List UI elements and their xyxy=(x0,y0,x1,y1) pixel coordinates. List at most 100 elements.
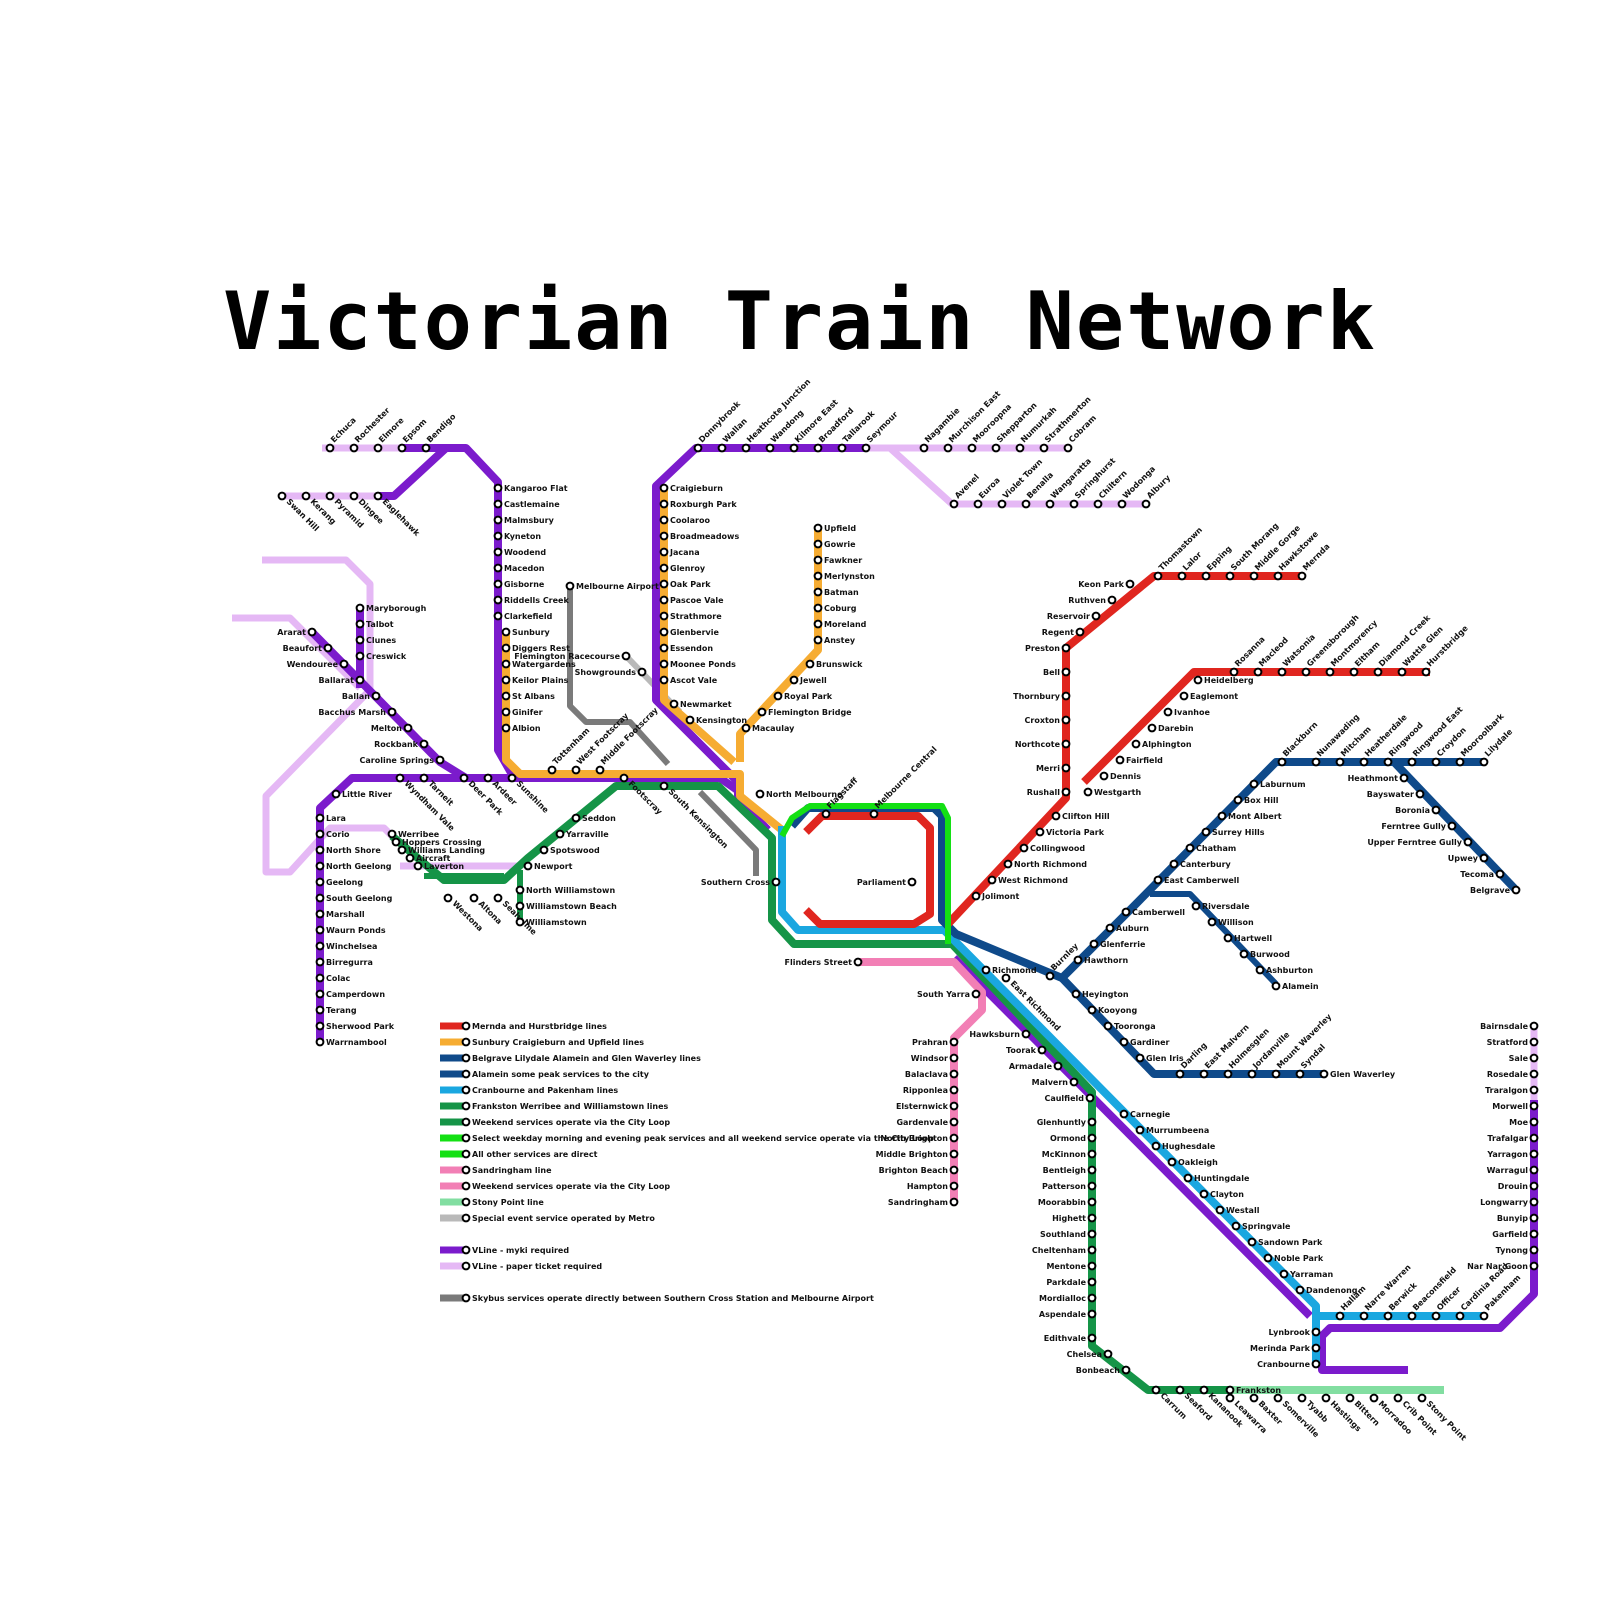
station-roxburgh-park: Roxburgh Park xyxy=(661,500,738,509)
station-label: Coolaroo xyxy=(670,516,710,525)
station-marker xyxy=(1185,1175,1192,1182)
station-label: Coburg xyxy=(824,604,857,613)
station-marker xyxy=(495,517,502,524)
station-label: Epsom xyxy=(401,417,428,444)
station-ballan: Ballan xyxy=(342,692,379,701)
station-label: Birregurra xyxy=(326,958,373,967)
station-marker xyxy=(1127,581,1134,588)
station-label: Kooyong xyxy=(1098,1006,1137,1015)
station-marker xyxy=(993,445,1000,452)
station-marker xyxy=(1235,797,1242,804)
station-label: Patterson xyxy=(1042,1182,1086,1191)
station-label: Winchelsea xyxy=(326,942,377,951)
station-marker xyxy=(1303,669,1310,676)
station-label: Rosedale xyxy=(1487,1070,1529,1079)
station-macedon: Macedon xyxy=(495,564,545,573)
station-williamstown-beach: Williamstown Beach xyxy=(517,902,618,911)
station-marker xyxy=(1337,1313,1344,1320)
station-label: Bunyip xyxy=(1497,1214,1528,1223)
station-label: Beaufort xyxy=(283,644,323,653)
station-label: Donnybrook xyxy=(697,399,743,445)
station-label: Sunshine xyxy=(515,779,551,815)
station-label: Alamein xyxy=(1282,982,1319,991)
station-marker xyxy=(1063,645,1070,652)
station-marker xyxy=(1165,709,1172,716)
station-marker xyxy=(373,693,380,700)
station-label: Albion xyxy=(512,724,541,733)
station-label: Jolimont xyxy=(981,892,1019,901)
station-label: Maryborough xyxy=(366,604,427,613)
station-marker xyxy=(517,919,524,926)
legend-item: Skybus services operate directly between… xyxy=(440,1294,874,1303)
station-label: Macaulay xyxy=(752,724,795,733)
station-warragul: Warragul xyxy=(1487,1166,1538,1175)
station-marker xyxy=(1233,1223,1240,1230)
station-label: Toorak xyxy=(1006,1046,1037,1055)
station-label: Bonbeach xyxy=(1076,1366,1121,1375)
station-label: Colac xyxy=(326,974,351,983)
legend-label: VLine - paper ticket required xyxy=(472,1262,602,1271)
station-marker xyxy=(1275,1395,1282,1402)
station-merri: Merri xyxy=(1036,764,1069,773)
station-label: Melton xyxy=(371,724,402,733)
station-marker xyxy=(1055,1063,1062,1070)
station-upper-ferntree-gully: Upper Ferntree Gully xyxy=(1367,838,1471,847)
station-marker xyxy=(951,1071,958,1078)
station-marker xyxy=(1457,759,1464,766)
station-label: Westall xyxy=(1226,1206,1260,1215)
station-marker xyxy=(695,445,702,452)
station-marker xyxy=(317,863,324,870)
station-label: Warragul xyxy=(1487,1166,1529,1175)
station-marker xyxy=(503,725,510,732)
station-marker xyxy=(815,605,822,612)
station-marker xyxy=(1251,781,1258,788)
station-marker xyxy=(1395,1395,1402,1402)
station-label: Gardiner xyxy=(1130,1038,1170,1047)
station-marker xyxy=(495,565,502,572)
station-yarragon: Yarragon xyxy=(1486,1150,1537,1159)
station-upwey: Upwey xyxy=(1448,854,1488,863)
station-marker xyxy=(1241,951,1248,958)
station-east-camberwell: East Camberwell xyxy=(1155,876,1240,885)
vline-bendigo-branch-line xyxy=(378,448,446,496)
station-marker xyxy=(1123,1367,1130,1374)
station-marker xyxy=(393,839,400,846)
station-bentleigh: Bentleigh xyxy=(1043,1166,1096,1175)
station-marker xyxy=(1417,791,1424,798)
legend-label: Select weekday morning and evening peak … xyxy=(472,1134,934,1143)
station-marker xyxy=(1179,573,1186,580)
station-label: Parkdale xyxy=(1046,1278,1086,1287)
station-flemington-bridge: Flemington Bridge xyxy=(759,708,853,717)
station-label: Sandown Park xyxy=(1258,1238,1323,1247)
station-label: Armadale xyxy=(1009,1062,1053,1071)
station-label: Mentone xyxy=(1046,1262,1086,1271)
station-marker xyxy=(983,967,990,974)
station-coolaroo: Coolaroo xyxy=(661,516,711,525)
station-ivanhoe: Ivanhoe xyxy=(1165,708,1211,717)
station-label: Craigieburn xyxy=(670,484,723,493)
station-label: Eaglemont xyxy=(1190,692,1238,701)
station-label: Blackburn xyxy=(1281,720,1320,759)
station-marker xyxy=(1181,693,1188,700)
station-label: Keon Park xyxy=(1078,580,1124,589)
station-bayswater: Bayswater xyxy=(1367,790,1424,799)
legend-item: Special event service operated by Metro xyxy=(440,1214,655,1223)
station-birregurra: Birregurra xyxy=(317,958,373,967)
station-label: Brunswick xyxy=(816,660,863,669)
station-marker xyxy=(855,959,862,966)
station-label: Regent xyxy=(1042,628,1074,637)
station-marker xyxy=(1531,1103,1538,1110)
legend-label: Cranbourne and Pakenham lines xyxy=(472,1086,618,1095)
station-label: Moorabbin xyxy=(1038,1198,1086,1207)
station-label: Sherwood Park xyxy=(326,1022,395,1031)
station-mckinnon: McKinnon xyxy=(1042,1150,1096,1159)
station-kangaroo-flat: Kangaroo Flat xyxy=(495,484,568,493)
station-label: Edithvale xyxy=(1044,1334,1087,1343)
station-riversdale: Riversdale xyxy=(1193,902,1251,911)
station-label: Violet Town xyxy=(1001,457,1044,500)
station-marker xyxy=(509,775,516,782)
station-marker xyxy=(461,775,468,782)
legend-item: Cranbourne and Pakenham lines xyxy=(440,1086,618,1095)
station-marker xyxy=(1195,677,1202,684)
